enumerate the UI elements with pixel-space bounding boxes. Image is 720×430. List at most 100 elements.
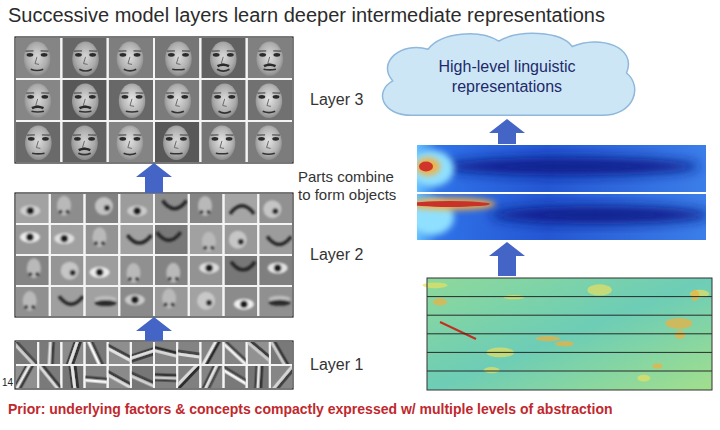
part-background [155, 256, 188, 285]
spectrogram [422, 278, 712, 390]
face-shape [211, 84, 238, 118]
edge-filter [178, 348, 199, 360]
face-nose [176, 99, 180, 107]
nostril [66, 210, 70, 214]
part-feature [54, 233, 74, 244]
face-brow [165, 134, 173, 136]
face-eye [258, 95, 265, 99]
edge-filter [63, 342, 83, 364]
grid-cell [16, 122, 60, 162]
face-mouth [78, 153, 90, 154]
face-nose [35, 57, 39, 65]
face-nose [128, 57, 132, 65]
dark-spot [238, 239, 244, 245]
contour-curve [230, 206, 254, 214]
grid-cell [16, 366, 37, 388]
part-background [16, 287, 49, 316]
part-background [51, 225, 84, 254]
face-brow [167, 50, 175, 52]
nose-blob [57, 196, 71, 216]
eye-white [20, 205, 40, 216]
grid-cell [248, 342, 269, 364]
part-feature [229, 231, 247, 249]
face-eye [89, 53, 96, 57]
face-eye [258, 137, 265, 141]
face-brow [26, 92, 34, 94]
light-bar [201, 342, 221, 364]
grid-cell [271, 366, 292, 388]
face-eye [272, 137, 279, 141]
face-nose [36, 141, 40, 149]
face [72, 84, 99, 118]
nostril [24, 305, 28, 309]
band-divider [427, 315, 712, 316]
eye-white [127, 205, 147, 216]
grid-cell [155, 366, 176, 388]
grid-cell [155, 80, 199, 120]
face-brow [180, 134, 188, 136]
face-nose [36, 99, 40, 107]
face-brow [120, 92, 128, 94]
block-arrow [136, 317, 172, 341]
node-label: Layer 1 [310, 356, 363, 374]
face-grid [15, 37, 293, 163]
face-brow [257, 92, 265, 94]
grid-cell [62, 342, 83, 364]
face-brow [88, 134, 96, 136]
part-feature [234, 299, 254, 310]
face [165, 42, 192, 76]
grid-cell [248, 366, 269, 388]
part-feature [27, 258, 41, 278]
part-background [120, 256, 153, 285]
grid-cell [132, 342, 153, 364]
face-brow [89, 92, 97, 94]
dark-bar [16, 342, 37, 364]
light-bar [47, 342, 52, 364]
part-feature [95, 197, 113, 215]
nostril [200, 210, 204, 214]
face [119, 84, 146, 118]
nostril [207, 210, 211, 214]
face-shape [71, 126, 98, 160]
face-background [16, 122, 60, 162]
face-shape [25, 126, 52, 160]
grid-cell [201, 80, 245, 120]
face-eye [41, 95, 48, 99]
face-mustache [264, 65, 276, 67]
face-nose [128, 141, 132, 149]
eye-pupil [96, 269, 104, 277]
block-arrow [489, 242, 525, 276]
grid-cell [190, 225, 223, 254]
edge-filter [178, 366, 199, 388]
face-mustache [79, 149, 91, 151]
nostril [35, 272, 39, 276]
band-divider [427, 352, 712, 353]
dark-bar [63, 342, 78, 364]
nose-blob [23, 291, 37, 311]
red-spot [419, 162, 433, 172]
face-brow [42, 134, 50, 136]
part-feature [231, 262, 255, 270]
eye-pupil [205, 264, 213, 272]
face-shape [117, 42, 144, 76]
nostril [171, 303, 175, 307]
face-brow [118, 134, 126, 136]
edge-filter [254, 366, 264, 388]
face-mouth [262, 153, 274, 154]
face-eye [136, 95, 143, 99]
grid-cell [109, 366, 130, 388]
eye-white [54, 233, 74, 244]
part-feature [162, 289, 176, 309]
face-mouth [264, 68, 276, 70]
nostril [135, 277, 139, 281]
face-background [155, 80, 199, 120]
grid-cell [155, 225, 188, 254]
face-eye [134, 137, 141, 141]
dark-bar [132, 345, 153, 359]
grid-cell [155, 342, 176, 364]
part-background [120, 225, 153, 254]
eye-pupil [26, 207, 34, 215]
face-shape [164, 84, 191, 118]
edge-filter [16, 366, 37, 388]
grid-cell [120, 256, 153, 285]
